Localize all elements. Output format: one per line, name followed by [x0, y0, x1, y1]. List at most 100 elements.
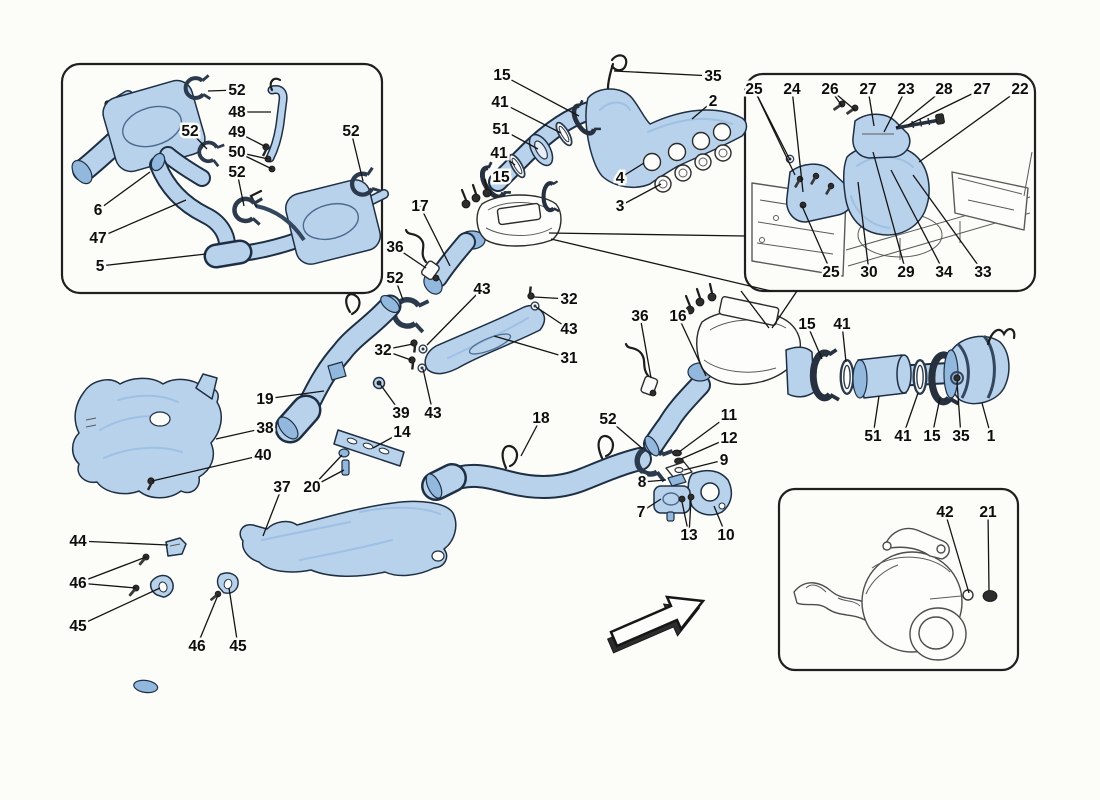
- leader-line: [890, 169, 945, 273]
- callout-35: 35: [704, 68, 722, 85]
- leader-line: [236, 151, 269, 160]
- callout-40: 40: [254, 447, 271, 464]
- callout-4: 4: [616, 170, 625, 187]
- dome-shield-22: [842, 143, 930, 236]
- leader-line: [902, 392, 919, 437]
- callout-15: 15: [798, 316, 816, 333]
- spacer-8: [667, 473, 687, 487]
- callout-2: 2: [709, 93, 718, 110]
- callout-52: 52: [228, 82, 245, 99]
- leader-line: [97, 199, 187, 239]
- callout-30: 30: [860, 264, 877, 281]
- leader-line: [639, 315, 652, 379]
- washer-43-b: [417, 363, 427, 373]
- exhaust-manifold-2: [585, 88, 748, 189]
- leader-line: [151, 454, 264, 482]
- leader-line: [394, 246, 427, 269]
- callout-22: 22: [1011, 81, 1028, 98]
- leader-line: [215, 427, 266, 440]
- detail-pointer-line: [548, 232, 746, 237]
- leader-line: [857, 181, 870, 273]
- callout-9: 9: [720, 452, 729, 469]
- leader-line: [262, 486, 283, 537]
- nut-28: [935, 113, 945, 125]
- callout-49: 49: [228, 124, 246, 141]
- leader-line: [867, 88, 875, 127]
- leader-line: [678, 414, 730, 453]
- detail-pointer-wedges: [548, 232, 798, 329]
- callout-27: 27: [973, 81, 990, 98]
- callout-7: 7: [637, 504, 646, 521]
- heat-shield-31: [424, 304, 546, 375]
- rear-flex-couplings: [813, 350, 958, 404]
- leader-line: [619, 183, 662, 207]
- leader-line: [981, 402, 992, 437]
- leader-line: [691, 100, 714, 120]
- stud-27: [895, 118, 941, 130]
- leader-line: [228, 587, 239, 647]
- callout-36: 36: [386, 239, 404, 256]
- callout-42: 42: [936, 504, 953, 521]
- leader-line: [520, 417, 542, 457]
- callout-37: 37: [273, 479, 290, 496]
- leader-line: [829, 88, 856, 111]
- callout-13: 13: [680, 527, 698, 544]
- callout-46: 46: [69, 575, 87, 592]
- callout-25: 25: [822, 264, 840, 281]
- leader-line: [493, 335, 570, 359]
- leader-lines: [77, 70, 1021, 647]
- leader-line: [841, 323, 847, 363]
- leader-line: [97, 171, 151, 211]
- bolt-13-a: [678, 495, 686, 503]
- leader-line: [311, 454, 343, 488]
- heat-shield-37: [239, 500, 457, 578]
- leader-line: [607, 418, 644, 450]
- leader-line: [207, 89, 238, 92]
- nut-21: [982, 590, 998, 602]
- detail-pointer-line: [550, 238, 772, 292]
- callout-44: 44: [69, 533, 87, 550]
- callout-52: 52: [228, 164, 245, 181]
- leader-line: [806, 323, 823, 360]
- callout-14: 14: [393, 424, 411, 441]
- leader-line: [372, 431, 403, 449]
- mount-bracket-detail-parts: [785, 99, 945, 236]
- callout-15: 15: [492, 169, 510, 186]
- detail-frame-front-silencers: [60, 62, 384, 295]
- leader-line: [956, 381, 962, 437]
- callout-52: 52: [342, 123, 359, 140]
- leader-line: [681, 501, 690, 536]
- leader-line: [683, 459, 725, 471]
- leader-line: [501, 74, 580, 117]
- leader-line: [872, 151, 907, 273]
- leader-line: [77, 540, 169, 546]
- callout-52: 52: [599, 411, 616, 428]
- leader-line: [641, 479, 667, 483]
- callout-23: 23: [897, 81, 915, 98]
- callout-32: 32: [560, 291, 577, 308]
- leader-line: [895, 88, 945, 129]
- callout-43: 43: [424, 405, 442, 422]
- leader-line: [535, 306, 570, 330]
- front-pipe-19: [274, 293, 402, 444]
- callout-46: 46: [188, 638, 206, 655]
- catalyst-detail-art: [793, 527, 998, 661]
- leader-line: [426, 288, 483, 346]
- callout-41: 41: [491, 94, 509, 111]
- callout-12: 12: [720, 430, 737, 447]
- leader-line: [77, 582, 137, 589]
- callout-48: 48: [228, 104, 246, 121]
- leader-line: [419, 205, 451, 267]
- callout-24: 24: [783, 81, 801, 98]
- callout-26: 26: [821, 81, 839, 98]
- callout-10: 10: [717, 527, 734, 544]
- leader-line: [99, 253, 207, 267]
- detail-frames: [60, 62, 1037, 672]
- leader-line: [872, 395, 880, 437]
- leader-line: [801, 205, 832, 273]
- support-bar-14: [333, 429, 405, 467]
- leader-line: [677, 315, 707, 377]
- leader-line: [350, 130, 364, 182]
